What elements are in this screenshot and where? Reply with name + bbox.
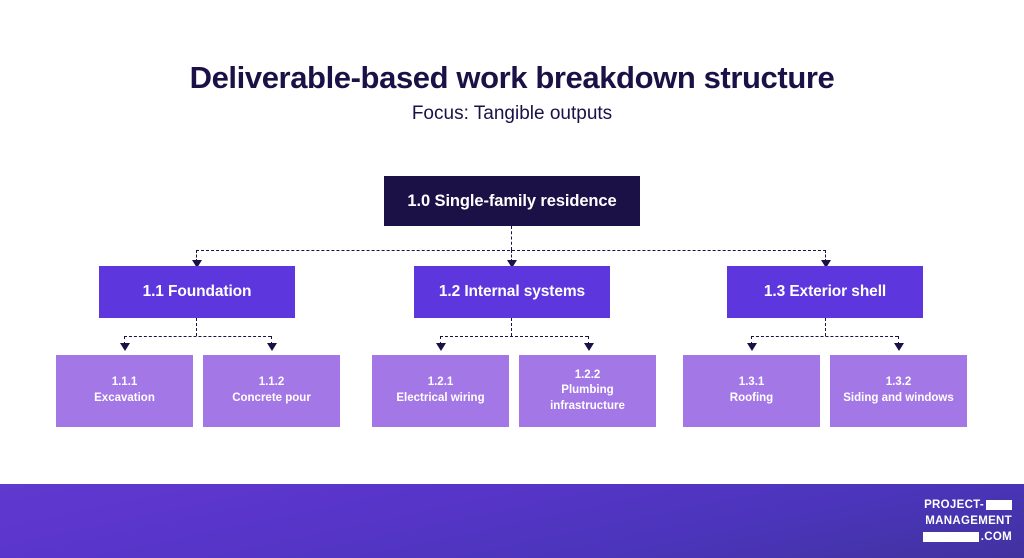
leaf-code: 1.1.2 (258, 376, 285, 389)
node-branch-1-label: 1.1 Foundation (142, 283, 252, 300)
node-root-1-0[interactable]: 1.0 Single-family residence (384, 176, 640, 226)
leaf-code: 1.1.1 (111, 376, 138, 389)
brand-logo: PROJECT- MANAGEMENT .COM (872, 497, 1012, 545)
arrowhead-branch-2 (507, 260, 517, 268)
node-leaf-1-1-2[interactable]: 1.1.2 Concrete pour (203, 355, 340, 427)
leaf-name: Plumbing infrastructure (550, 384, 625, 412)
arrowhead-leaf-2-2 (584, 343, 594, 351)
arrowhead-leaf-3-1 (747, 343, 757, 351)
logo-line-2: MANAGEMENT (872, 513, 1012, 529)
logo-text-management: MANAGEMENT (925, 515, 1012, 527)
logo-line-3: .COM (872, 529, 1012, 545)
connector-drop-leaf-2-1 (440, 336, 441, 345)
node-root-label: 1.0 Single-family residence (407, 191, 617, 210)
connector-branch-3-stub (825, 318, 826, 336)
connector-drop-leaf-3-1 (751, 336, 752, 345)
logo-line-1: PROJECT- (872, 497, 1012, 513)
connector-drop-branch-1 (196, 250, 197, 262)
node-leaf-1-1-1[interactable]: 1.1.1 Excavation (56, 355, 193, 427)
arrowhead-leaf-1-1 (120, 343, 130, 351)
node-branch-3-label: 1.3 Exterior shell (763, 283, 887, 300)
node-leaf-1-2-1[interactable]: 1.2.1 Electrical wiring (372, 355, 509, 427)
connector-drop-leaf-3-2 (898, 336, 899, 345)
node-branch-1-2[interactable]: 1.2 Internal systems (414, 266, 610, 318)
logo-bar-icon (922, 532, 979, 542)
leaf-name: Concrete pour (232, 392, 311, 404)
node-branch-1-1[interactable]: 1.1 Foundation (99, 266, 295, 318)
connector-drop-branch-2 (511, 250, 512, 262)
connector-branch-3-bus (751, 336, 898, 337)
arrowhead-branch-1 (192, 260, 202, 268)
leaf-code: 1.3.2 (885, 376, 912, 389)
connector-drop-leaf-1-2 (271, 336, 272, 345)
arrowhead-leaf-1-2 (267, 343, 277, 351)
page-title: Deliverable-based work breakdown structu… (189, 60, 835, 95)
node-branch-2-label: 1.2 Internal systems (438, 283, 586, 300)
leaf-code: 1.2.1 (427, 376, 454, 389)
node-leaf-1-2-2[interactable]: 1.2.2 Plumbing infrastructure (519, 355, 656, 427)
node-leaf-1-3-1[interactable]: 1.3.1 Roofing (683, 355, 820, 427)
logo-text-project: PROJECT- (924, 499, 984, 511)
connector-branch-1-bus (124, 336, 271, 337)
arrowhead-branch-3 (821, 260, 831, 268)
connector-branch-2-stub (511, 318, 512, 336)
page-subtitle: Focus: Tangible outputs (411, 103, 613, 124)
logo-bar-icon (986, 500, 1012, 510)
node-branch-1-3[interactable]: 1.3 Exterior shell (727, 266, 923, 318)
connector-branch-2-bus (440, 336, 588, 337)
footer-bar (0, 484, 1024, 558)
connector-drop-leaf-1-1 (124, 336, 125, 345)
leaf-name: Roofing (729, 392, 774, 404)
connector-root-stub (511, 226, 512, 250)
leaf-name: Electrical wiring (396, 392, 485, 404)
node-leaf-1-3-2[interactable]: 1.3.2 Siding and windows (830, 355, 967, 427)
connector-drop-leaf-2-2 (588, 336, 589, 345)
leaf-name: Excavation (94, 392, 155, 404)
connector-drop-branch-3 (825, 250, 826, 262)
leaf-code: 1.3.1 (738, 376, 765, 389)
arrowhead-leaf-3-2 (894, 343, 904, 351)
arrowhead-leaf-2-1 (436, 343, 446, 351)
leaf-name: Siding and windows (843, 392, 954, 404)
leaf-code: 1.2.2 (574, 368, 601, 381)
connector-branch-1-stub (196, 318, 197, 336)
logo-text-com: .COM (980, 531, 1012, 543)
